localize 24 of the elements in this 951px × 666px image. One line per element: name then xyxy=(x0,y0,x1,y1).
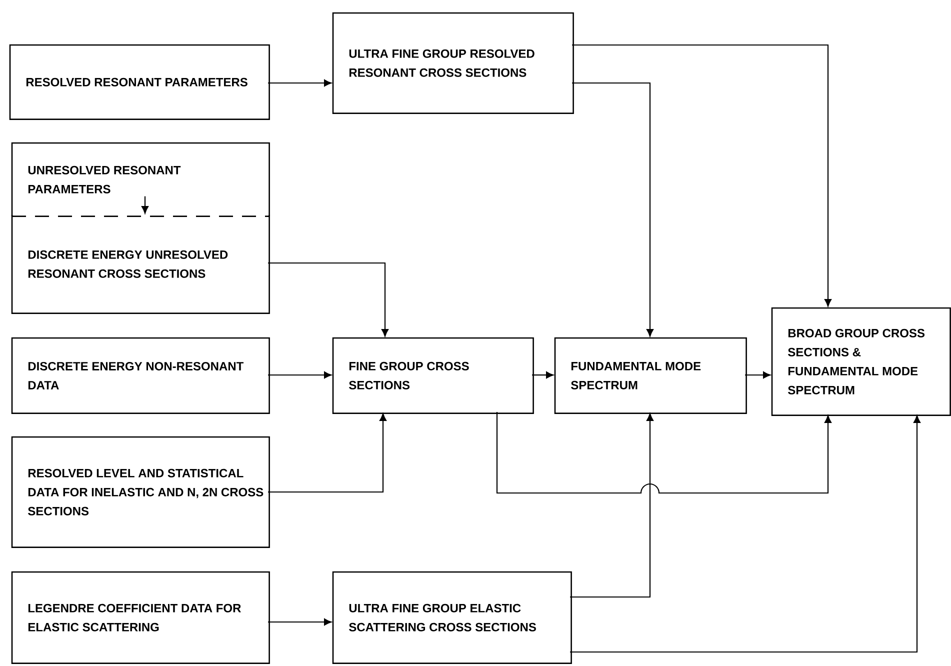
arrow xyxy=(142,196,148,214)
process-box: RESOLVED RESONANT PARAMETERS xyxy=(9,44,270,120)
arrow xyxy=(572,82,654,337)
arrow xyxy=(570,415,920,653)
arrow xyxy=(268,80,332,86)
process-box: FINE GROUP CROSS SECTIONS xyxy=(332,337,534,414)
process-box: BROAD GROUP CROSS SECTIONS & FUNDAMENTAL MODE SPECTRUM xyxy=(771,307,951,416)
process-box: DISCRETE ENERGY UNRESOLVED RESONANT CROSS SECTIONS xyxy=(11,215,270,314)
process-box: UNRESOLVED RESONANT PARAMETERS xyxy=(11,142,270,217)
process-box: RESOLVED LEVEL AND STATISTICAL DATA FOR INELASTIC AND N, 2N CROSS SECTIONS xyxy=(11,436,270,548)
arrow xyxy=(532,372,554,378)
process-box: ULTRA FINE GROUP ELASTIC SCATTERING CROSS SECTIONS xyxy=(332,571,572,664)
arrow xyxy=(268,262,388,337)
process-box: LEGENDRE COEFFICIENT DATA FOR ELASTIC SCATTERING xyxy=(11,571,270,664)
arrow xyxy=(496,412,832,494)
arrow xyxy=(745,372,771,378)
arrow xyxy=(572,44,832,307)
arrow xyxy=(268,372,332,378)
arrow xyxy=(570,413,654,598)
process-box: ULTRA FINE GROUP RESOLVED RESONANT CROSS SECTIONS xyxy=(332,12,574,114)
process-box: DISCRETE ENERGY NON-RESONANT DATA xyxy=(11,337,270,414)
arrow xyxy=(268,618,332,626)
process-box: FUNDAMENTAL MODE SPECTRUM xyxy=(554,337,747,414)
arrow xyxy=(268,413,386,493)
